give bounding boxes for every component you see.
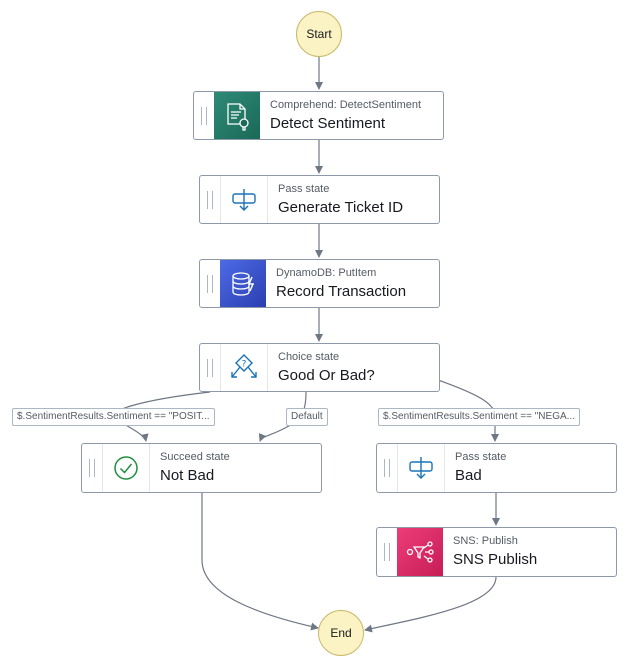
edge-label-default[interactable]: Default bbox=[286, 408, 328, 426]
pass-state-icon bbox=[220, 176, 268, 223]
comprehend-icon bbox=[214, 92, 260, 139]
state-name: Good Or Bad? bbox=[278, 366, 375, 384]
state-text: SNS: Publish SNS Publish bbox=[443, 528, 537, 576]
pass-state-icon bbox=[397, 444, 445, 492]
state-text: DynamoDB: PutItem Record Transaction bbox=[266, 260, 406, 307]
drag-handle[interactable] bbox=[377, 444, 397, 492]
state-type: Comprehend: DetectSentiment bbox=[270, 98, 422, 111]
drag-handle[interactable] bbox=[82, 444, 102, 492]
state-not-bad[interactable]: Succeed state Not Bad bbox=[81, 443, 322, 493]
drag-handle[interactable] bbox=[194, 92, 214, 139]
end-node[interactable]: End bbox=[318, 610, 364, 656]
choice-state-icon: ? bbox=[220, 344, 268, 391]
edge-label-positive[interactable]: $.SentimentResults.Sentiment == "POSIT..… bbox=[12, 408, 215, 426]
edge-choice-default bbox=[258, 391, 307, 442]
state-text: Succeed state Not Bad bbox=[150, 444, 230, 492]
state-type: SNS: Publish bbox=[453, 535, 518, 547]
edge-notbad-to-end bbox=[201, 493, 319, 631]
drag-handle[interactable] bbox=[377, 528, 397, 576]
svg-text:?: ? bbox=[242, 359, 247, 369]
state-type: Choice state bbox=[278, 350, 340, 363]
drag-handle[interactable] bbox=[200, 344, 220, 391]
state-generate-ticket-id[interactable]: Pass state Generate Ticket ID bbox=[199, 175, 440, 224]
edge-sns-to-end bbox=[364, 576, 497, 633]
state-name: Record Transaction bbox=[276, 282, 407, 300]
state-type: DynamoDB: PutItem bbox=[276, 266, 377, 279]
state-record-transaction[interactable]: DynamoDB: PutItem Record Transaction bbox=[199, 259, 440, 308]
state-type: Pass state bbox=[455, 451, 507, 463]
state-detect-sentiment[interactable]: Comprehend: DetectSentiment Detect Senti… bbox=[193, 91, 444, 140]
state-good-or-bad[interactable]: ? Choice state Good Or Bad? bbox=[199, 343, 440, 392]
state-sns-publish[interactable]: SNS: Publish SNS Publish bbox=[376, 527, 617, 577]
state-name: Not Bad bbox=[160, 467, 215, 484]
drag-handle[interactable] bbox=[200, 176, 220, 223]
state-name: Generate Ticket ID bbox=[278, 198, 404, 216]
state-name: Bad bbox=[455, 467, 482, 484]
drag-handle[interactable] bbox=[200, 260, 220, 307]
dynamodb-icon bbox=[220, 260, 266, 307]
state-name: Detect Sentiment bbox=[270, 114, 386, 132]
state-bad[interactable]: Pass state Bad bbox=[376, 443, 617, 493]
state-name: SNS Publish bbox=[453, 551, 538, 568]
state-type: Pass state bbox=[278, 182, 330, 195]
start-node[interactable]: Start bbox=[296, 11, 342, 57]
sns-icon bbox=[397, 528, 443, 576]
state-text: Choice state Good Or Bad? bbox=[268, 344, 375, 391]
state-text: Pass state Bad bbox=[445, 444, 506, 492]
state-type: Succeed state bbox=[160, 451, 230, 463]
edge-label-negative[interactable]: $.SentimentResults.Sentiment == "NEGA... bbox=[378, 408, 580, 426]
state-text: Comprehend: DetectSentiment Detect Senti… bbox=[260, 92, 421, 139]
state-text: Pass state Generate Ticket ID bbox=[268, 176, 403, 223]
succeed-state-icon bbox=[102, 444, 150, 492]
